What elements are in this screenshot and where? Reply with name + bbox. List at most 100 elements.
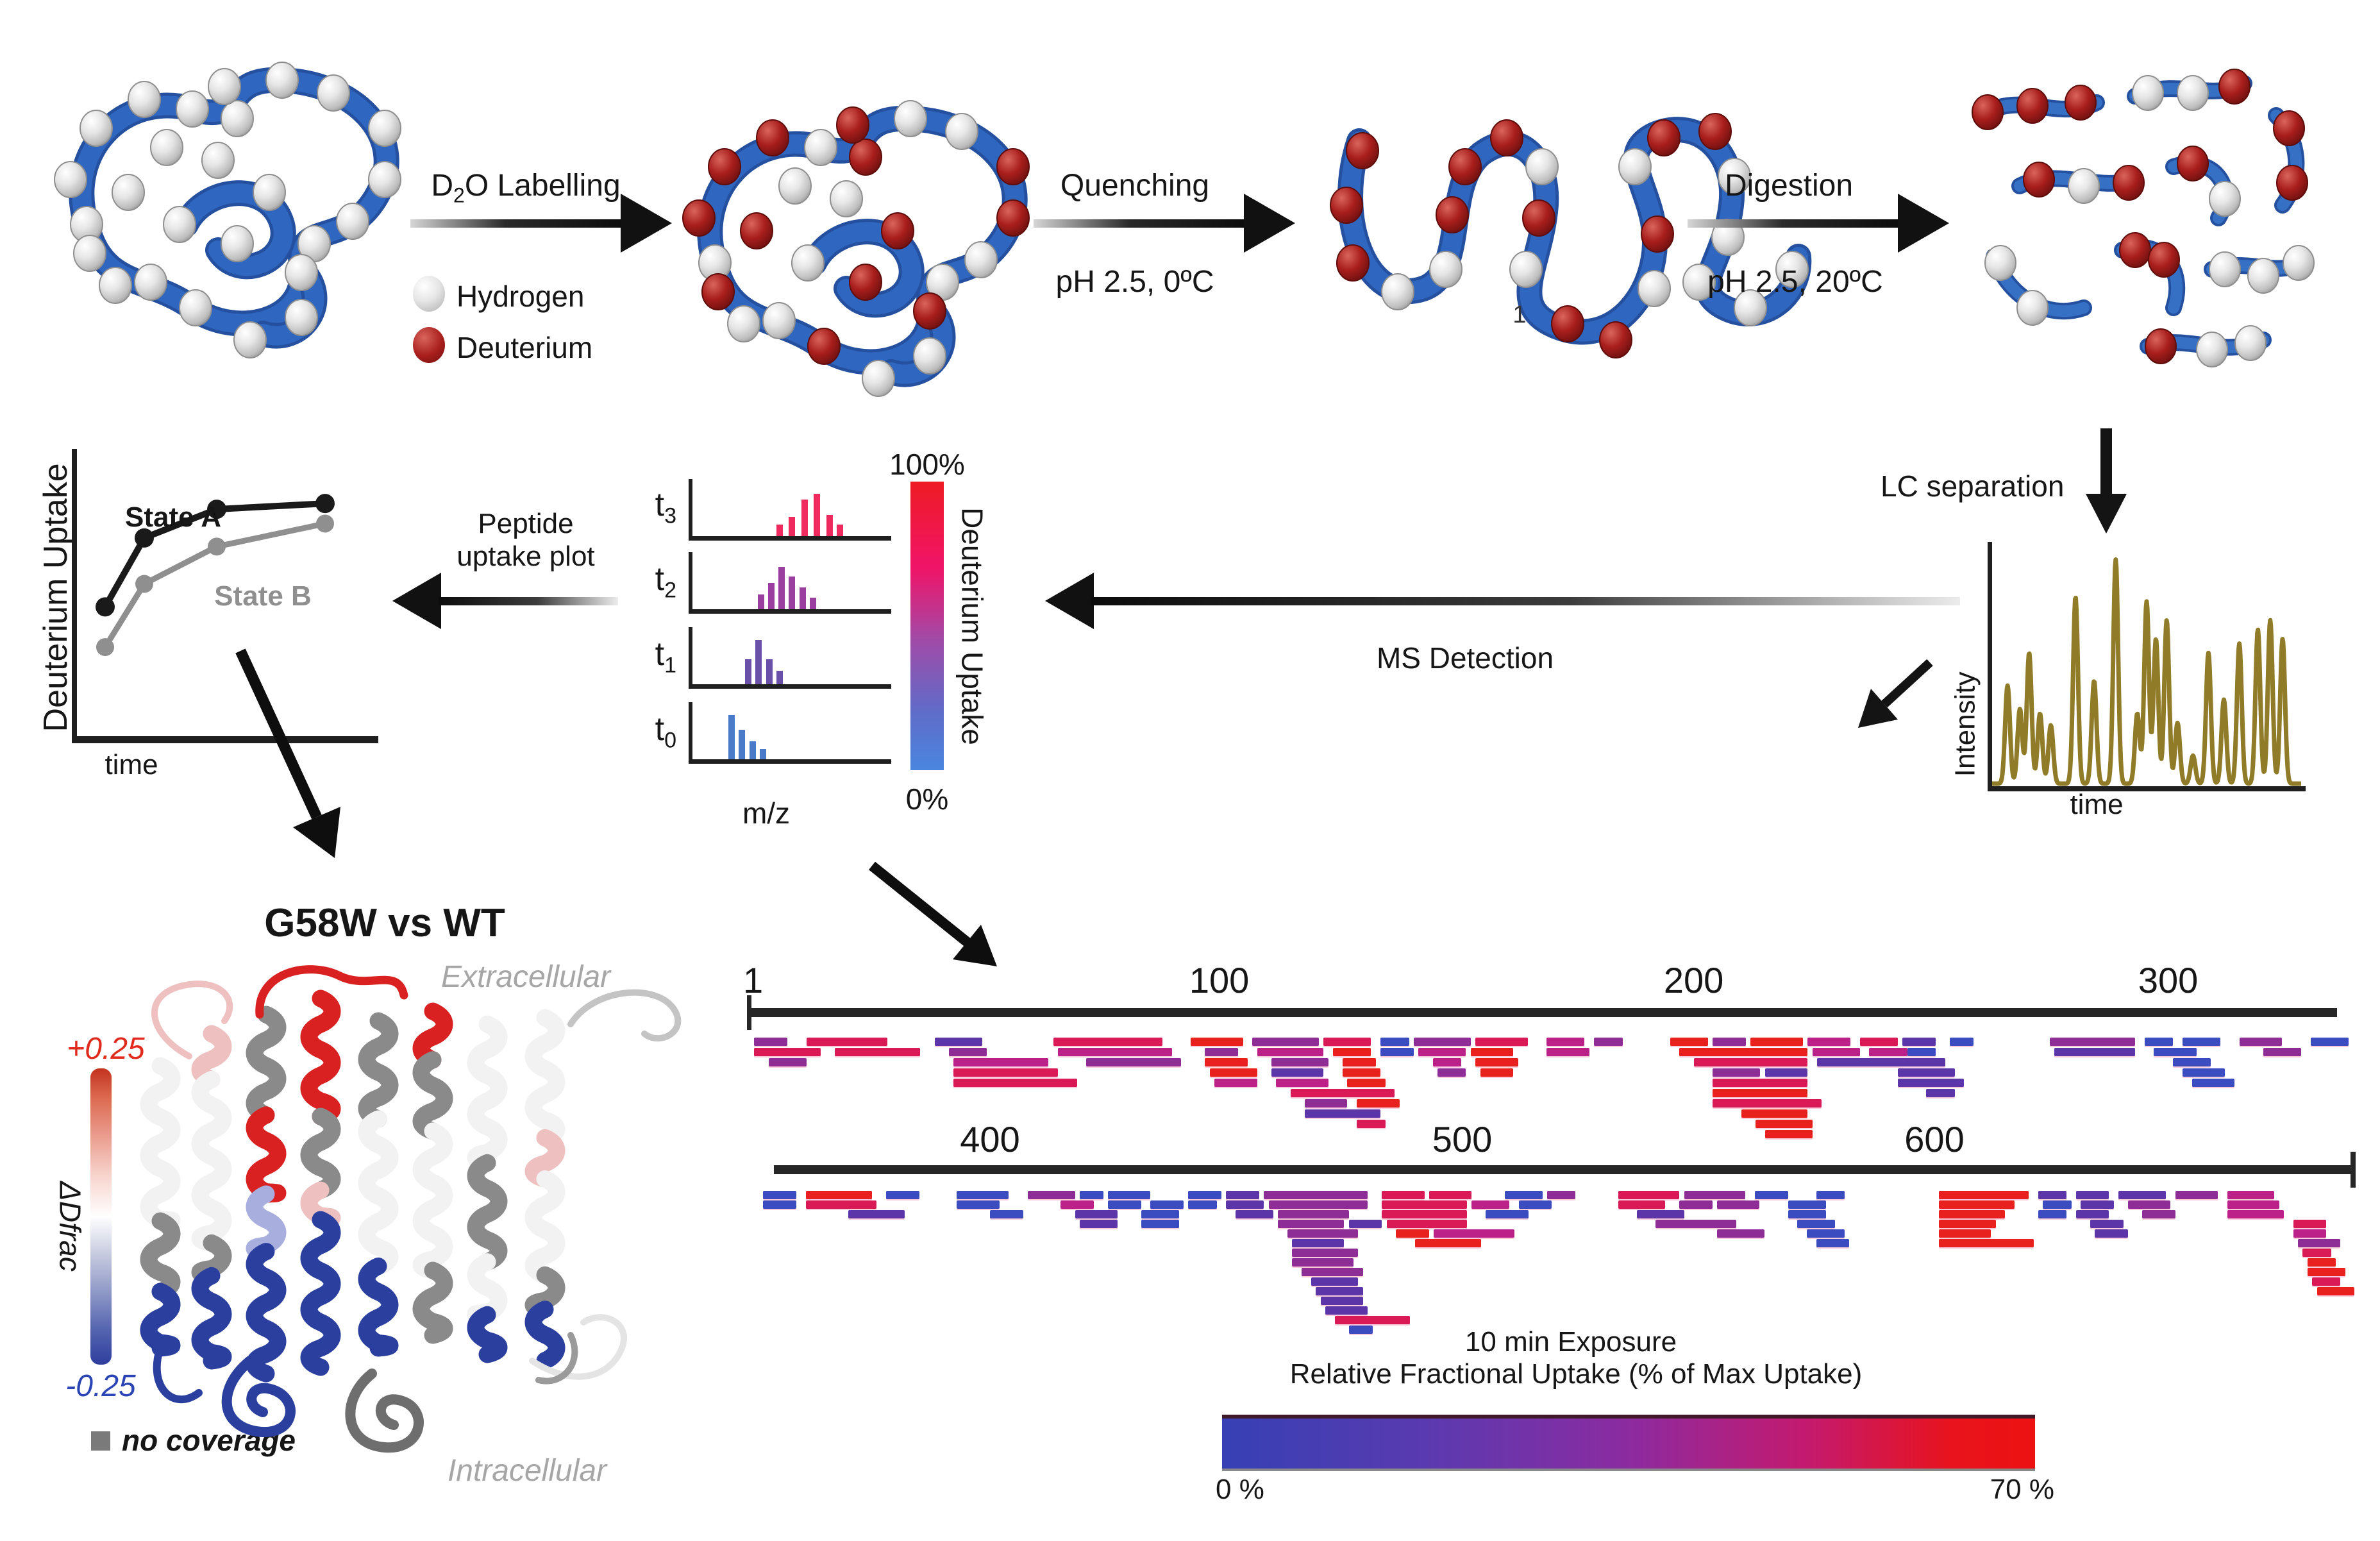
peptide-bar <box>1060 1200 1094 1209</box>
state-a-label: State A <box>125 501 221 533</box>
peptide-bar <box>1214 1079 1257 1087</box>
peptide-bar <box>1684 1191 1746 1199</box>
peptide-bar <box>1480 1068 1514 1077</box>
structure-colorbar-label: ΔDfrac <box>53 1181 87 1272</box>
d2o-arrow-shaft <box>410 219 622 228</box>
peptide-bar <box>2298 1239 2341 1247</box>
peptide-bar <box>1670 1038 1708 1046</box>
peptide-bar <box>1750 1038 1803 1046</box>
spectrum-baseline <box>689 759 891 764</box>
uptake-plot-yaxis <box>72 449 77 741</box>
coverage-residue-tick: 500 <box>1432 1119 1493 1159</box>
peptide-bar <box>2090 1220 2124 1228</box>
peptide-bar <box>1897 1068 1955 1077</box>
spectrum-axis <box>689 627 692 686</box>
peptide-bar <box>1470 1048 1514 1056</box>
spectrum-baseline <box>689 684 891 689</box>
peptide-bar <box>1290 1089 1395 1097</box>
coverage-legend-line2: Relative Fractional Uptake (% of Max Upt… <box>1289 1358 1863 1390</box>
peptide-bar <box>1150 1200 1184 1209</box>
digestion-condition-label: pH 2.5, 20ºC <box>1707 265 1883 299</box>
spectra-t2-label: t2 <box>655 560 676 603</box>
structure-colorbar-bottom-label: -0.25 <box>65 1369 136 1403</box>
peptide-bar <box>1812 1048 1860 1056</box>
spectrum-baseline <box>689 536 891 541</box>
peptide-bar <box>2142 1210 2175 1218</box>
peptide-bar <box>2095 1229 2128 1238</box>
peptide-bar <box>1191 1038 1243 1046</box>
chromatogram-xaxis <box>1988 786 2306 791</box>
coverage-residue-tick: 300 <box>2138 960 2199 1000</box>
peptide-bar <box>1205 1048 1239 1056</box>
spectra-t0-label: t0 <box>655 711 676 753</box>
chromatogram-yaxis <box>1988 542 1992 791</box>
isotope-peak-bar <box>755 640 762 684</box>
quenching-condition-label: pH 2.5, 0ºC <box>1055 265 1214 299</box>
peptide-bar <box>2173 1058 2211 1066</box>
peptide-bar <box>1414 1239 1481 1247</box>
uptake-plot-xlabel: time <box>105 749 158 780</box>
spectrum-axis <box>689 552 692 611</box>
d2o-arrow-icon <box>621 194 672 253</box>
no-coverage-swatch-icon <box>91 1431 110 1451</box>
peptide-bar <box>1323 1038 1371 1046</box>
peptide-bar <box>1287 1229 1359 1238</box>
peptide-bar <box>2038 1191 2067 1199</box>
ms-detection-arrow-shaft <box>1091 597 1960 605</box>
peptide-bar <box>1348 1326 1373 1334</box>
peptide-bar <box>1348 1220 1382 1228</box>
peptide-bar <box>2118 1191 2166 1199</box>
peptide-bar <box>754 1038 788 1046</box>
peptide-bar <box>2191 1079 2235 1087</box>
intracellular-label: Intracellular <box>447 1454 607 1488</box>
peptide-bar <box>1382 1200 1467 1209</box>
isotope-peak-bar <box>837 525 843 536</box>
digestion-label: Digestion <box>1724 169 1854 203</box>
peptide-bar <box>1902 1038 1936 1046</box>
peptide-bar <box>1264 1191 1368 1199</box>
peptide-bar <box>1939 1229 1991 1238</box>
coverage-ruler-row1 <box>750 1008 2337 1017</box>
peptide-bar <box>1950 1038 1974 1046</box>
peptide-bar <box>1717 1229 1764 1238</box>
peptide-bar <box>1637 1210 1684 1218</box>
peptide-bar <box>1432 1058 1461 1066</box>
coverage-residue-tick: 400 <box>960 1119 1020 1159</box>
uptake-to-structure-arrow-icon <box>235 648 340 858</box>
isotope-peak-bar <box>778 567 785 609</box>
lc-to-ms-arrow-icon <box>1858 659 1933 728</box>
peptide-bar <box>1414 1038 1471 1046</box>
deuterium-labelled-protein-illustration <box>682 100 1030 397</box>
spectra-xlabel: m/z <box>742 796 791 830</box>
peptide-bar <box>1486 1210 1529 1218</box>
peptide-bar <box>1907 1048 1936 1056</box>
isotope-peak-bar <box>789 577 795 609</box>
peptide-bar <box>1226 1200 1264 1209</box>
peptide-bar <box>957 1191 1009 1199</box>
structure-colorbar-top-label: +0.25 <box>67 1032 145 1066</box>
peptide-bar <box>1386 1220 1467 1228</box>
peptide-bar <box>2154 1048 2197 1056</box>
peptide-uptake-arrow-shaft <box>439 597 618 605</box>
peptide-bar <box>1311 1277 1359 1286</box>
chromatogram-xlabel: time <box>2070 789 2124 820</box>
peptide-bar <box>1382 1210 1467 1218</box>
coverage-ruler-row2 <box>774 1165 2354 1174</box>
peptide-bar <box>1741 1109 1808 1118</box>
peptide-bar <box>2307 1268 2345 1276</box>
coverage-colorbar-max-label: 70 % <box>1990 1474 2054 1505</box>
peptide-bar <box>953 1058 1049 1066</box>
peptide-bar <box>1546 1038 1585 1046</box>
isotope-peak-bar <box>745 659 751 684</box>
coverage-colorbar-min-label: 0 % <box>1216 1474 1264 1505</box>
peptide-bar <box>2182 1038 2220 1046</box>
coverage-residue-tick: 200 <box>1663 960 1724 1000</box>
peptide-bar <box>1926 1089 1955 1097</box>
isotope-peak-bar <box>789 517 795 536</box>
folded-protein-illustration <box>54 62 401 358</box>
isotope-peak-bar <box>766 659 773 684</box>
uptake-plot-ylabel: Deuterium Uptake <box>37 463 75 732</box>
peptide-bar <box>2263 1048 2301 1056</box>
peptide-bar <box>1302 1268 1363 1276</box>
peptide-bar <box>1713 1089 1808 1097</box>
